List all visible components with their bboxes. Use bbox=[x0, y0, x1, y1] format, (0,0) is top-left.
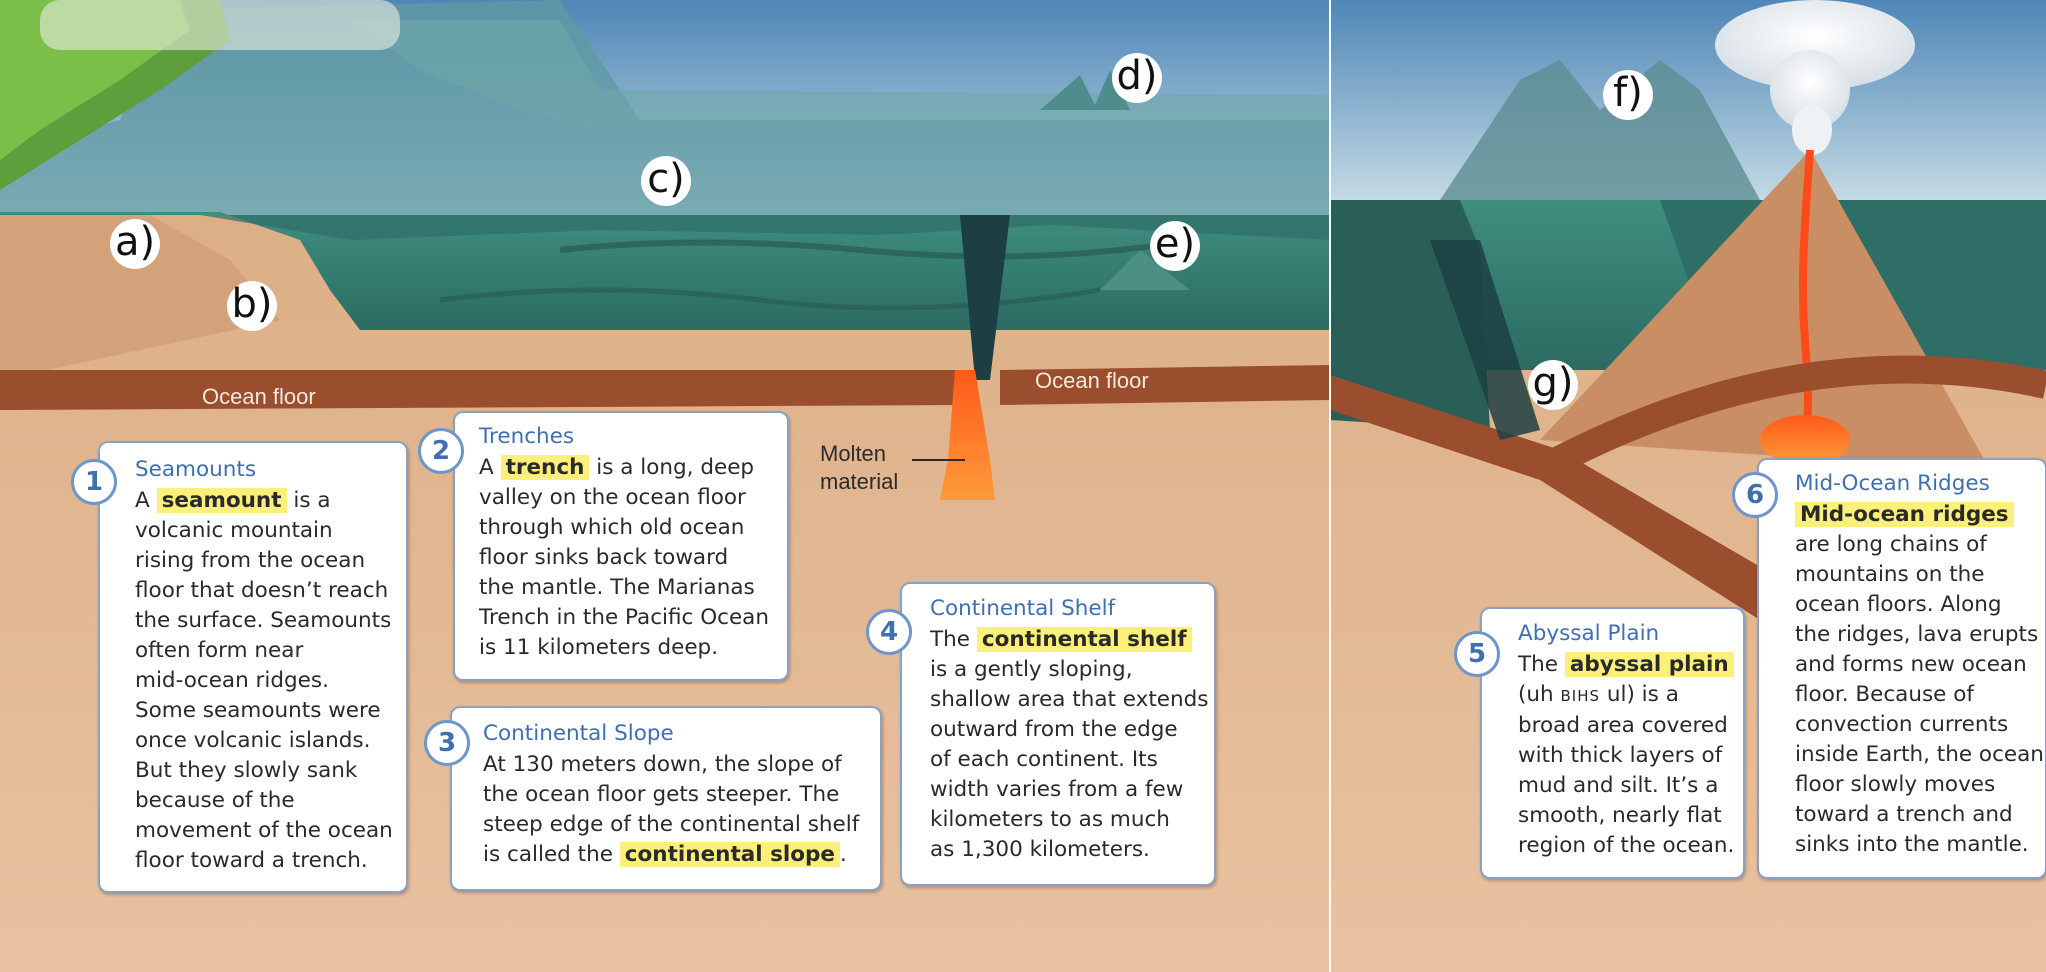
ridges-line: ocean floors. Along bbox=[1795, 592, 2002, 617]
marker-f: f) bbox=[1603, 70, 1653, 120]
shelf-line: outward from the edge bbox=[930, 717, 1178, 742]
trenches-line: floor sinks back toward bbox=[479, 545, 729, 570]
molten-label-line2: material bbox=[820, 469, 899, 494]
trenches-line: Trench in the Pacific Ocean bbox=[479, 605, 769, 630]
ocean-floor-label-right: Ocean floor bbox=[1035, 368, 1149, 393]
shelf-line: width varies from a few bbox=[930, 777, 1184, 802]
seamounts-line: once volcanic islands. bbox=[135, 728, 371, 753]
mid-ocean-ridges-term: Mid-ocean ridges bbox=[1795, 502, 2014, 527]
continental-shelf-number-badge: 4 bbox=[866, 609, 912, 655]
continental-shelf-title: Continental Shelf bbox=[930, 596, 1116, 621]
molten-label-line1: Molten bbox=[820, 441, 887, 466]
shelf-line: as 1,300 kilometers. bbox=[930, 837, 1150, 862]
ocean-floor-label-left: Ocean floor bbox=[202, 384, 316, 409]
abyssal-plain-number-badge: 5 bbox=[1454, 631, 1500, 677]
ridges-line: and forms new ocean bbox=[1795, 652, 2027, 677]
mid-ocean-ridges-number-badge: 6 bbox=[1732, 472, 1778, 518]
seamounts-line: floor toward a trench. bbox=[135, 848, 368, 873]
slope-line: steep edge of the continental shelf bbox=[483, 812, 860, 837]
seamounts-line: movement of the ocean bbox=[135, 818, 393, 843]
shelf-line: shallow area that extends bbox=[930, 687, 1209, 712]
trenches-line: the mantle. The Marianas bbox=[479, 575, 755, 600]
abyssal-plain-card: Abyssal Plain The abyssal plain (uh BIHS… bbox=[1480, 607, 1745, 879]
subducting-plate bbox=[1330, 375, 1830, 620]
marker-c: c) bbox=[641, 156, 691, 206]
abyssal-definition-line: The abyssal plain bbox=[1518, 650, 1739, 680]
seamounts-line: Some seamounts were bbox=[135, 698, 381, 723]
abyssal-line: mud and silt. It’s a bbox=[1518, 773, 1719, 798]
shelf-line: is a gently sloping, bbox=[930, 657, 1133, 682]
marker-d: d) bbox=[1112, 53, 1162, 103]
marker-b: b) bbox=[227, 281, 277, 331]
seamounts-line: because of the bbox=[135, 788, 295, 813]
seamounts-line: the surface. Seamounts bbox=[135, 608, 392, 633]
volcano-cone bbox=[1540, 150, 1990, 470]
marker-e: e) bbox=[1150, 221, 1200, 271]
abyssal-line: with thick layers of bbox=[1518, 743, 1723, 768]
seamount-term: seamount bbox=[156, 488, 287, 513]
trenches-line: is 11 kilometers deep. bbox=[479, 635, 719, 660]
abyssal-line: smooth, nearly flat bbox=[1518, 803, 1722, 828]
shelf-definition-line: The continental shelf bbox=[930, 625, 1208, 655]
seamounts-line: But they slowly sank bbox=[135, 758, 358, 783]
seamounts-definition-line: A seamount is a bbox=[135, 488, 331, 513]
seamounts-line: volcanic mountain bbox=[135, 518, 333, 543]
abyssal-line: region of the ocean. bbox=[1518, 833, 1735, 858]
seamounts-line: rising from the ocean bbox=[135, 548, 366, 573]
slope-definition-line: is called the continental slope. bbox=[483, 842, 847, 867]
continental-shelf-card: Continental Shelf The continental shelf … bbox=[900, 582, 1216, 886]
trenches-definition-line: A trench is a long, deep bbox=[479, 455, 755, 480]
ridges-line: mountains on the bbox=[1795, 562, 1985, 587]
trenches-line: through which old ocean bbox=[479, 515, 745, 540]
ridges-line: convection currents bbox=[1795, 712, 2009, 737]
continental-shelf-term: continental shelf bbox=[976, 627, 1192, 652]
slope-line: the ocean floor gets steeper. The bbox=[483, 782, 840, 807]
slope-line: At 130 meters down, the slope of bbox=[483, 752, 842, 777]
trenches-number-badge: 2 bbox=[418, 428, 464, 474]
continental-slope-number-badge: 3 bbox=[424, 720, 470, 766]
continental-slope-title: Continental Slope bbox=[483, 721, 674, 746]
abyssal-plain-title: Abyssal Plain bbox=[1518, 621, 1660, 646]
mid-ocean-ridges-title: Mid-Ocean Ridges bbox=[1795, 471, 1990, 496]
seamounts-line: often form near bbox=[135, 638, 304, 663]
seamounts-body: volcanic mountain rising from the ocean … bbox=[135, 516, 398, 876]
seamounts-number-badge: 1 bbox=[71, 459, 117, 505]
trenches-line: valley on the ocean floor bbox=[479, 485, 746, 510]
continental-slope-card: Continental Slope At 130 meters down, th… bbox=[450, 706, 882, 891]
molten-material-plume bbox=[940, 370, 995, 500]
marker-g: g) bbox=[1528, 360, 1578, 410]
abyssal-line: broad area covered bbox=[1518, 713, 1728, 738]
shelf-line: kilometers to as much bbox=[930, 807, 1170, 832]
seamounts-line: mid-ocean ridges. bbox=[135, 668, 329, 693]
abyssal-plain-term: abyssal plain bbox=[1564, 652, 1734, 677]
marker-a: a) bbox=[110, 219, 160, 269]
seamounts-title: Seamounts bbox=[135, 457, 257, 482]
mid-ocean-ridges-card: Mid-Ocean Ridges Mid-ocean ridges are lo… bbox=[1757, 458, 2046, 879]
seamounts-line: floor that doesn’t reach bbox=[135, 578, 389, 603]
trench-term: trench bbox=[500, 455, 590, 480]
ridges-line: are long chains of bbox=[1795, 532, 1987, 557]
left-ocean-floor-band bbox=[0, 370, 960, 410]
ridges-line: floor. Because of bbox=[1795, 682, 1974, 707]
ridges-line: inside Earth, the ocean bbox=[1795, 742, 2044, 767]
ridges-line: floor slowly moves bbox=[1795, 772, 1996, 797]
continental-slope-term: continental slope bbox=[619, 842, 841, 867]
seamounts-card: Seamounts A seamount is a volcanic mount… bbox=[98, 441, 408, 893]
ridges-line: sinks into the mantle. bbox=[1795, 832, 2029, 857]
trenches-card: Trenches A trench is a long, deep valley… bbox=[453, 411, 789, 681]
shelf-line: of each continent. Its bbox=[930, 747, 1158, 772]
ridges-definition-line: Mid-ocean ridges bbox=[1795, 500, 2043, 530]
ridges-line: the ridges, lava erupts bbox=[1795, 622, 2039, 647]
molten-material-label: Molten material bbox=[820, 440, 898, 496]
abyssal-pronunciation-line: (uh BIHS ul) is a bbox=[1518, 682, 1679, 707]
trenches-title: Trenches bbox=[479, 424, 575, 449]
ridges-line: toward a trench and bbox=[1795, 802, 2013, 827]
